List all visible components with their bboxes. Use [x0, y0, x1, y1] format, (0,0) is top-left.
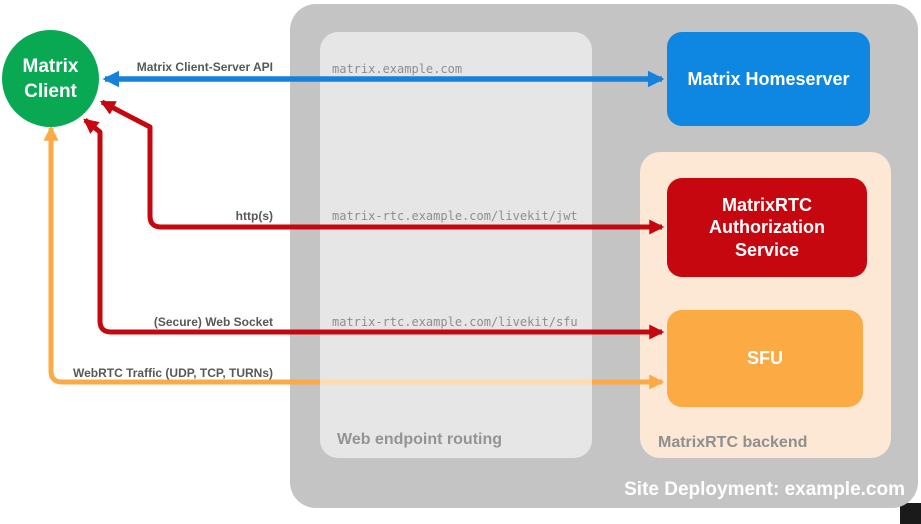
routing-url-livekit-sfu: matrix-rtc.example.com/livekit/sfu — [332, 315, 578, 329]
matrix-client-node: Matrix Client — [2, 30, 99, 127]
routing-url-livekit-jwt: matrix-rtc.example.com/livekit/jwt — [332, 209, 578, 223]
matrixrtc-backend-label: MatrixRTC backend — [658, 434, 808, 451]
matrix-homeserver-label: Matrix Homeserver — [687, 68, 850, 89]
websocket-arrow-label: (Secure) Web Socket — [153, 315, 273, 329]
site-deployment-label: Site Deployment: example.com — [624, 479, 905, 500]
routing-url-homeserver: matrix.example.com — [332, 62, 463, 76]
matrix-homeserver-node: Matrix Homeserver — [667, 32, 870, 126]
matrixrtc-authorization-service-label: MatrixRTC Authorization Service — [709, 194, 825, 260]
matrix-client-label: Matrix Client — [22, 55, 79, 102]
corner-shadow — [900, 503, 921, 524]
webrtc-traffic-arrow-label: WebRTC Traffic (UDP, TCP, TURNs) — [72, 366, 273, 380]
matrixrtc-authorization-service-node: MatrixRTC Authorization Service — [667, 178, 867, 277]
web-endpoint-routing-label: Web endpoint routing — [337, 431, 503, 448]
sfu-label: SFU — [747, 348, 783, 369]
sfu-node: SFU — [667, 310, 863, 407]
client-server-api-arrow-label: Matrix Client-Server API — [136, 60, 273, 74]
web-endpoint-routing-box — [320, 32, 592, 458]
https-arrow-label: http(s) — [235, 209, 273, 223]
